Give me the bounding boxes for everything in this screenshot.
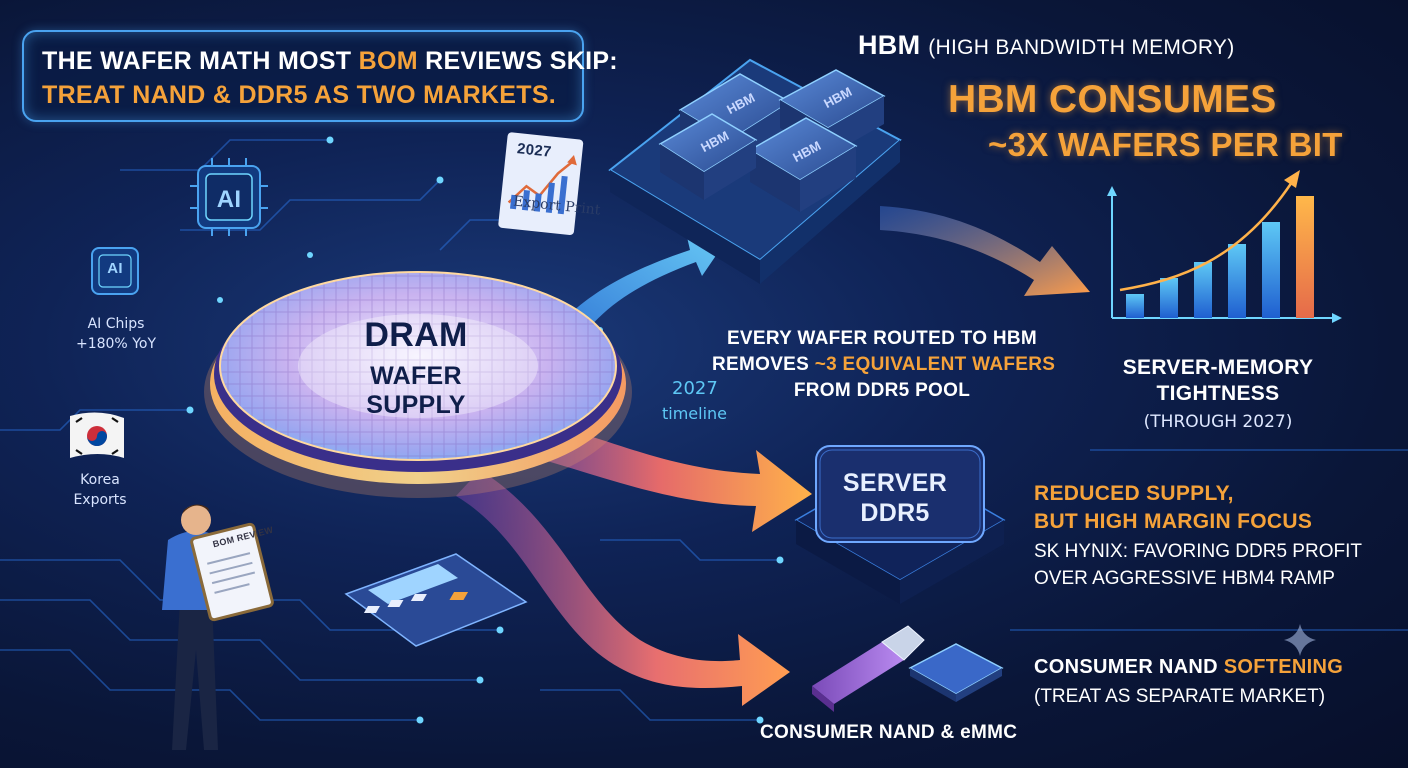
wafer-dram-label: DRAM xyxy=(364,316,468,354)
server-ddr5-graphic xyxy=(794,445,1006,604)
sparkle-icon xyxy=(1284,624,1316,656)
headline-line-1: THE WAFER MATH MOST BOM REVIEWS SKIP: xyxy=(42,47,618,75)
dram-wafer-graphic xyxy=(204,271,632,498)
hbm-chip-4 xyxy=(658,113,758,200)
hbm-to-chart-arrow xyxy=(880,206,1090,296)
hbm-subtitle: (HIGH BANDWIDTH MEMORY) xyxy=(928,36,1235,59)
calculator-icon xyxy=(344,553,528,647)
headline-line-2: TREAT NAND & DDR5 AS TWO MARKETS. xyxy=(42,81,557,109)
hbm-wafers-per-bit: ~3X WAFERS PER BIT xyxy=(988,126,1343,163)
sk-hynix-text: SK HYNIX: FAVORING DDR5 PROFIT OVER AGGR… xyxy=(1034,541,1362,589)
orange-arrow-to-ddr5 xyxy=(506,418,812,532)
consumer-nand-softening: CONSUMER NAND SOFTENING xyxy=(1034,656,1344,678)
hbm-chip-3 xyxy=(748,117,858,212)
hbm-consumes-heading: HBM CONSUMES xyxy=(948,78,1277,121)
timeline-label: timeline xyxy=(662,404,728,423)
bar-6 xyxy=(1296,196,1314,318)
server-memory-bar-chart xyxy=(1107,170,1342,323)
usb-drive-icon xyxy=(812,625,925,712)
treat-separate-market: (TREAT AS SEPARATE MARKET) xyxy=(1034,686,1326,707)
server-ddr5-label: SERVER DDR5 xyxy=(842,469,948,527)
reduced-supply-text: REDUCED SUPPLY, BUT HIGH MARGIN FOCUS xyxy=(1034,482,1313,533)
consumer-nand-emmc-label: CONSUMER NAND & eMMC xyxy=(760,722,1018,743)
korea-exports-label: Korea Exports xyxy=(73,472,127,508)
orange-arrow-to-consumer xyxy=(456,470,790,706)
timeline-year: 2027 xyxy=(672,378,718,399)
bar-3 xyxy=(1194,262,1212,318)
wafer-supply-label: WAFER SUPPLY xyxy=(366,362,466,419)
headline-box: THE WAFER MATH MOST BOM REVIEWS SKIP: TR… xyxy=(22,30,618,122)
server-memory-through: (THROUGH 2027) xyxy=(1143,412,1293,432)
ai-chip-small-icon xyxy=(91,247,139,295)
export-print-card xyxy=(498,132,584,236)
headline-bom: BOM xyxy=(358,47,418,75)
routing-text: EVERY WAFER ROUTED TO HBM REMOVES ~3 EQU… xyxy=(712,328,1056,401)
server-memory-tightness: SERVER-MEMORY TIGHTNESS xyxy=(1122,356,1314,405)
korea-flag-icon xyxy=(70,412,124,458)
bar-5 xyxy=(1262,222,1280,318)
bar-2 xyxy=(1160,278,1178,318)
hbm-stack-graphic xyxy=(608,58,902,284)
bar-1 xyxy=(1126,294,1144,318)
export-print-year: 2027 xyxy=(516,140,553,161)
person-reviewing-bom xyxy=(162,504,274,750)
memory-chip-icon xyxy=(908,643,1004,702)
ai-chip-small-icon-label: AI xyxy=(107,260,123,277)
bar-4 xyxy=(1228,244,1246,318)
ai-chips-stat: AI Chips +180% YoY xyxy=(75,316,156,352)
ai-chip-icon-label: AI xyxy=(216,186,242,213)
ai-chip-icon xyxy=(190,158,268,236)
hbm-title: HBM (HIGH BANDWIDTH MEMORY) xyxy=(858,30,1235,60)
